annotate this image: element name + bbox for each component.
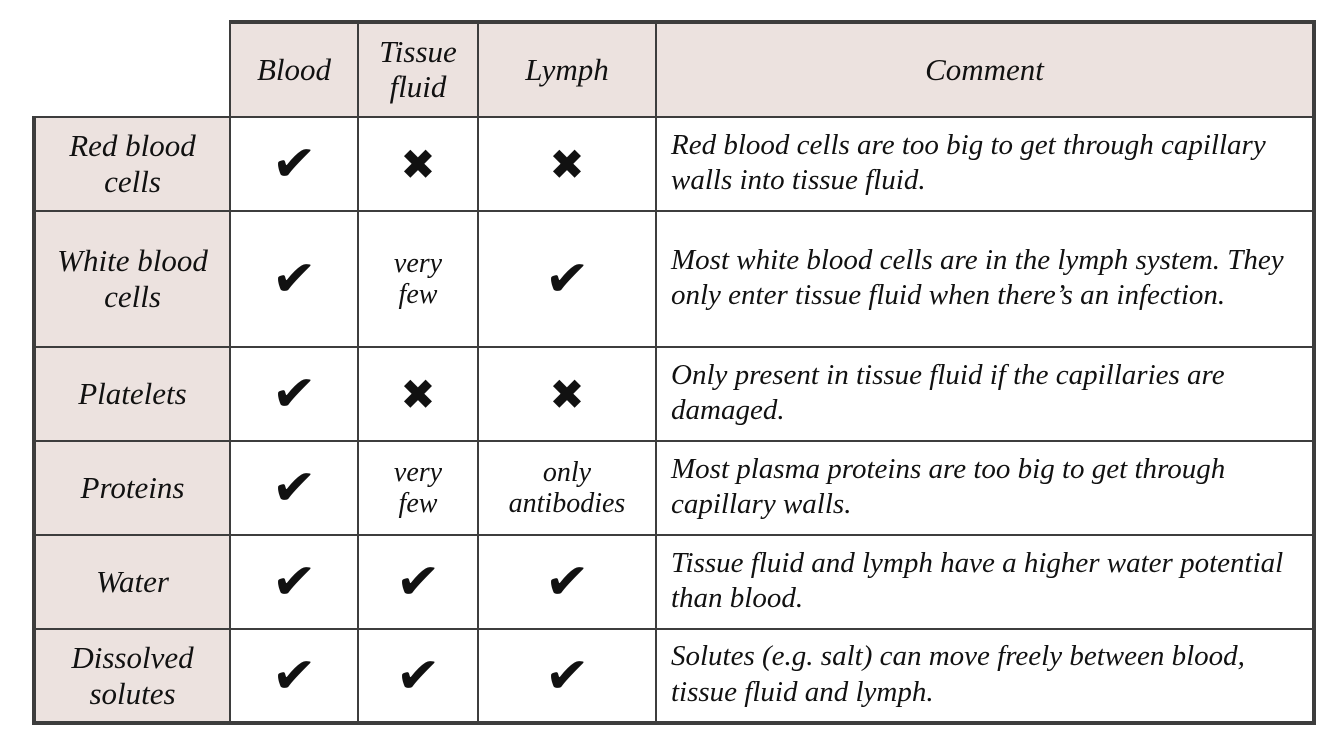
body-fluids-comparison-table: Blood Tissue fluid Lymph Comment Red blo… (32, 20, 1316, 725)
row-header: Water (32, 534, 231, 630)
table-body: Red blood cells ✔ ✖ ✖ Red blood cells ar… (32, 116, 1316, 725)
check-icon: ✔ (270, 362, 318, 426)
row-header: Proteins (32, 440, 231, 536)
lymph-cell: ✖ (477, 346, 657, 442)
tissue-fluid-cell: ✖ (357, 346, 479, 442)
check-icon: ✔ (270, 456, 318, 520)
lymph-cell: ✔ (477, 534, 657, 630)
check-icon: ✔ (270, 247, 318, 311)
cell-text: only antibodies (508, 456, 626, 519)
check-icon: ✔ (394, 550, 442, 614)
blood-cell: ✔ (229, 210, 359, 348)
cross-icon: ✖ (400, 139, 436, 189)
lymph-cell: ✔ (477, 628, 657, 725)
table-row: Water ✔ ✔ ✔ Tissue fluid and lymph have … (32, 534, 1316, 630)
table-row: Red blood cells ✔ ✖ ✖ Red blood cells ar… (32, 116, 1316, 212)
lymph-cell: only antibodies (477, 440, 657, 536)
blood-cell: ✔ (229, 628, 359, 725)
tissue-fluid-cell: very few (357, 210, 479, 348)
comment-cell: Most white blood cells are in the lymph … (655, 210, 1316, 348)
check-icon: ✔ (543, 644, 591, 707)
blood-cell: ✔ (229, 346, 359, 442)
cross-icon: ✖ (549, 139, 585, 189)
table-row: White blood cells ✔ very few ✔ Most whit… (32, 210, 1316, 348)
check-icon: ✔ (394, 644, 442, 707)
tissue-fluid-cell: ✔ (357, 628, 479, 725)
tissue-fluid-cell: ✔ (357, 534, 479, 630)
cross-icon: ✖ (549, 369, 585, 419)
comment-cell: Red blood cells are too big to get throu… (655, 116, 1316, 212)
tissue-fluid-cell: very few (357, 440, 479, 536)
check-icon: ✔ (270, 550, 318, 614)
check-icon: ✔ (270, 644, 318, 707)
comment-cell: Solutes (e.g. salt) can move freely betw… (655, 628, 1316, 725)
header-row: Blood Tissue fluid Lymph Comment (34, 20, 1316, 118)
table-row: Platelets ✔ ✖ ✖ Only present in tissue f… (32, 346, 1316, 442)
tissue-fluid-cell: ✖ (357, 116, 479, 212)
comment-cell: Only present in tissue fluid if the capi… (655, 346, 1316, 442)
row-header: Platelets (32, 346, 231, 442)
lymph-cell: ✔ (477, 210, 657, 348)
comment-cell: Most plasma proteins are too big to get … (655, 440, 1316, 536)
col-header-comment: Comment (655, 20, 1316, 118)
corner-cell (34, 22, 230, 117)
row-header: Dissolved solutes (32, 628, 231, 725)
col-header-lymph: Lymph (477, 20, 657, 118)
check-icon: ✔ (543, 247, 591, 311)
worksheet-page: Blood Tissue fluid Lymph Comment Red blo… (32, 20, 1316, 725)
check-icon: ✔ (270, 132, 318, 196)
blood-cell: ✔ (229, 440, 359, 536)
cell-text: very few (393, 247, 443, 310)
row-header: White blood cells (32, 210, 231, 348)
blood-cell: ✔ (229, 534, 359, 630)
col-header-tissue-fluid: Tissue fluid (357, 20, 479, 118)
comment-cell: Tissue fluid and lymph have a higher wat… (655, 534, 1316, 630)
check-icon: ✔ (543, 550, 591, 614)
col-header-blood: Blood (229, 20, 359, 118)
row-header: Red blood cells (32, 116, 231, 212)
lymph-cell: ✖ (477, 116, 657, 212)
table-row: Proteins ✔ very few only antibodies Most… (32, 440, 1316, 536)
table-row: Dissolved solutes ✔ ✔ ✔ Solutes (e.g. sa… (32, 628, 1316, 725)
cell-text: very few (393, 456, 443, 519)
cross-icon: ✖ (400, 369, 436, 419)
blood-cell: ✔ (229, 116, 359, 212)
